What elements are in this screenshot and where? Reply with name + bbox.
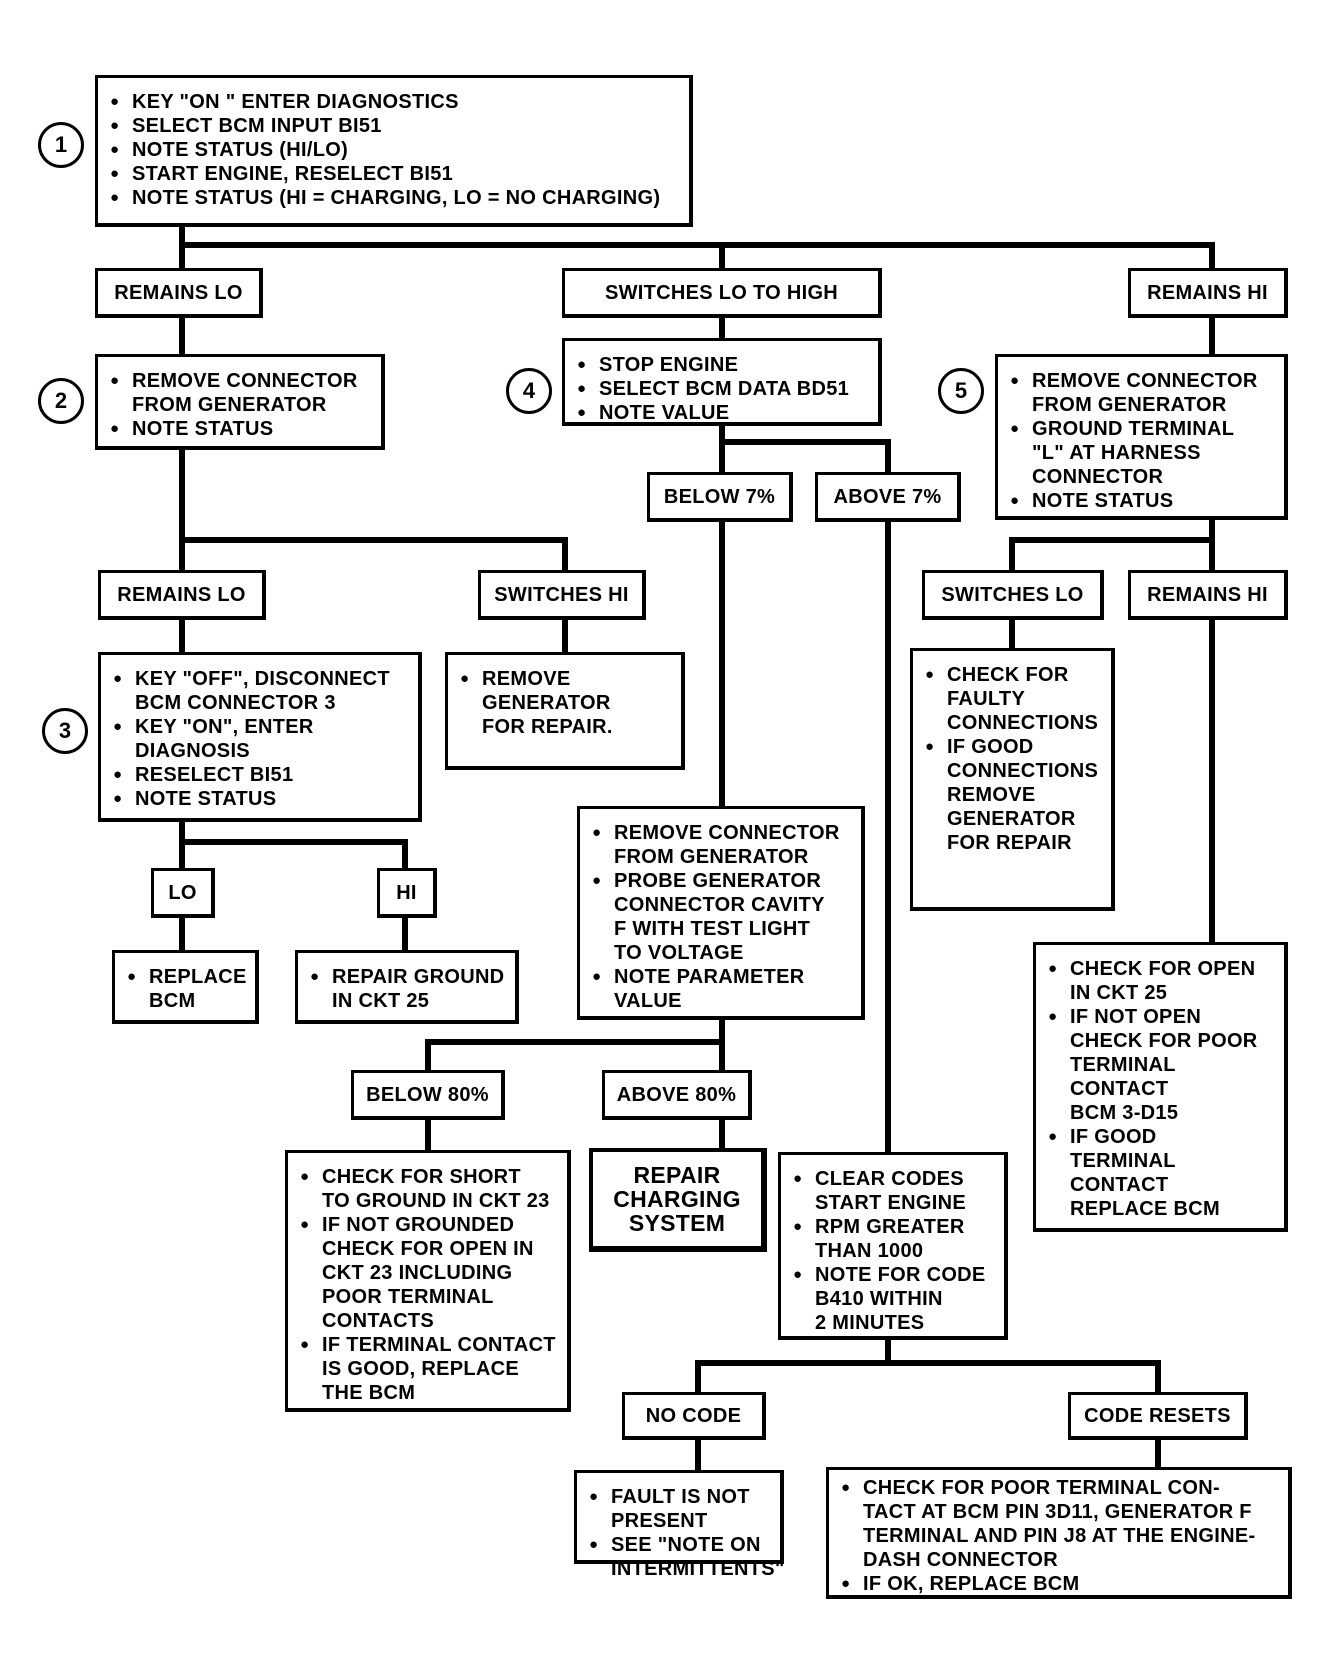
repair-ground-box: REPAIR GROUND IN CKT 25 xyxy=(295,950,519,1024)
probe-item: NOTE PARAMETER VALUE xyxy=(592,965,851,1013)
label-below-7: BELOW 7% xyxy=(647,472,793,522)
step-1-box: KEY "ON " ENTER DIAGNOSTICS SELECT BCM I… xyxy=(95,75,693,227)
label-above-7: ABOVE 7% xyxy=(815,472,961,522)
check-short-ckt23-box: CHECK FOR SHORT TO GROUND IN CKT 23 IF N… xyxy=(285,1150,571,1412)
clear-item: NOTE FOR CODE B410 WITHIN 2 MINUTES xyxy=(793,1263,994,1335)
step-number-1: 1 xyxy=(38,122,84,168)
step-number-3: 3 xyxy=(42,708,88,754)
probe-item: REMOVE CONNECTOR FROM GENERATOR xyxy=(592,821,851,869)
short-item: IF TERMINAL CONTACT IS GOOD, REPLACE THE… xyxy=(300,1333,557,1405)
clear-codes-box: CLEAR CODES START ENGINE RPM GREATER THA… xyxy=(778,1152,1008,1340)
repair-ground-item: REPAIR GROUND IN CKT 25 xyxy=(310,965,505,1013)
step-5-item: GROUND TERMINAL "L" AT HARNESS CONNECTOR xyxy=(1010,417,1274,489)
probe-generator-box: REMOVE CONNECTOR FROM GENERATOR PROBE GE… xyxy=(577,806,865,1020)
step-5-box: REMOVE CONNECTOR FROM GENERATOR GROUND T… xyxy=(995,354,1288,520)
poor-term-item: CHECK FOR POOR TERMINAL CON- TACT AT BCM… xyxy=(841,1476,1278,1572)
step-4-item: SELECT BCM DATA BD51 xyxy=(577,377,868,401)
clear-item: CLEAR CODES START ENGINE xyxy=(793,1167,994,1215)
step-number-4: 4 xyxy=(506,368,552,414)
step-3-item: RESELECT BI51 xyxy=(113,763,408,787)
repair-charging-system-box: REPAIR CHARGING SYSTEM xyxy=(589,1148,767,1252)
step-3-item: KEY "OFF", DISCONNECT BCM CONNECTOR 3 xyxy=(113,667,408,715)
label-no-code: NO CODE xyxy=(622,1392,766,1440)
replace-bcm-item: REPLACE BCM xyxy=(127,965,246,1013)
step-3-box: KEY "OFF", DISCONNECT BCM CONNECTOR 3 KE… xyxy=(98,652,422,822)
step-2-item: NOTE STATUS xyxy=(110,417,371,441)
step-2-item: REMOVE CONNECTOR FROM GENERATOR xyxy=(110,369,371,417)
label-switches-hi: SWITCHES HI xyxy=(478,570,646,620)
label-lo: LO xyxy=(151,868,215,918)
clear-item: RPM GREATER THAN 1000 xyxy=(793,1215,994,1263)
step-1-item: START ENGINE, RESELECT BI51 xyxy=(110,162,679,186)
step-3-item: NOTE STATUS xyxy=(113,787,408,811)
step-5-item: NOTE STATUS xyxy=(1010,489,1274,513)
label-above-80: ABOVE 80% xyxy=(602,1070,752,1120)
step-1-item: NOTE STATUS (HI/LO) xyxy=(110,138,679,162)
poor-term-item: IF OK, REPLACE BCM xyxy=(841,1572,1278,1596)
open25-item: IF NOT OPEN CHECK FOR POOR TERMINAL CONT… xyxy=(1048,1005,1274,1125)
step-1-item: SELECT BCM INPUT BI51 xyxy=(110,114,679,138)
label-switches-lo: SWITCHES LO xyxy=(922,570,1104,620)
check-open-ckt25-box: CHECK FOR OPEN IN CKT 25 IF NOT OPEN CHE… xyxy=(1033,942,1288,1232)
step-1-item: KEY "ON " ENTER DIAGNOSTICS xyxy=(110,90,679,114)
fault-not-item: FAULT IS NOT PRESENT xyxy=(589,1485,770,1533)
probe-item: PROBE GENERATOR CONNECTOR CAVITY F WITH … xyxy=(592,869,851,965)
label-switches-lo-to-high: SWITCHES LO TO HIGH xyxy=(562,268,882,318)
faulty-item: IF GOOD CONNECTIONS REMOVE GENERATOR FOR… xyxy=(925,735,1101,855)
step-2-box: REMOVE CONNECTOR FROM GENERATOR NOTE STA… xyxy=(95,354,385,450)
remove-generator-item: REMOVE GENERATOR FOR REPAIR. xyxy=(460,667,671,739)
replace-bcm-box: REPLACE BCM xyxy=(112,950,259,1024)
open25-item: IF GOOD TERMINAL CONTACT REPLACE BCM xyxy=(1048,1125,1274,1221)
step-4-item: STOP ENGINE xyxy=(577,353,868,377)
step-number-5: 5 xyxy=(938,368,984,414)
check-faulty-connections-box: CHECK FOR FAULTY CONNECTIONS IF GOOD CON… xyxy=(910,648,1115,911)
step-4-item: NOTE VALUE xyxy=(577,401,868,425)
short-item: CHECK FOR SHORT TO GROUND IN CKT 23 xyxy=(300,1165,557,1213)
open25-item: CHECK FOR OPEN IN CKT 25 xyxy=(1048,957,1274,1005)
step-1-item: NOTE STATUS (HI = CHARGING, LO = NO CHAR… xyxy=(110,186,679,210)
label-below-80: BELOW 80% xyxy=(351,1070,505,1120)
faulty-item: CHECK FOR FAULTY CONNECTIONS xyxy=(925,663,1101,735)
poor-terminal-contact-box: CHECK FOR POOR TERMINAL CON- TACT AT BCM… xyxy=(826,1467,1292,1599)
label-remains-lo: REMAINS LO xyxy=(95,268,263,318)
step-4-box: STOP ENGINE SELECT BCM DATA BD51 NOTE VA… xyxy=(562,338,882,426)
step-5-item: REMOVE CONNECTOR FROM GENERATOR xyxy=(1010,369,1274,417)
label-code-resets: CODE RESETS xyxy=(1068,1392,1248,1440)
step-number-2: 2 xyxy=(38,378,84,424)
fault-not-present-box: FAULT IS NOT PRESENT SEE "NOTE ON INTERM… xyxy=(574,1470,784,1580)
remove-generator-box: REMOVE GENERATOR FOR REPAIR. xyxy=(445,652,685,770)
label-hi: HI xyxy=(377,868,437,918)
label-remains-hi: REMAINS HI xyxy=(1128,268,1288,318)
step-3-item: KEY "ON", ENTER DIAGNOSIS xyxy=(113,715,408,763)
label-remains-hi-2: REMAINS HI xyxy=(1128,570,1288,620)
label-remains-lo-2: REMAINS LO xyxy=(98,570,266,620)
short-item: IF NOT GROUNDED CHECK FOR OPEN IN CKT 23… xyxy=(300,1213,557,1333)
fault-not-item: SEE "NOTE ON INTERMITTENTS" xyxy=(589,1533,784,1581)
